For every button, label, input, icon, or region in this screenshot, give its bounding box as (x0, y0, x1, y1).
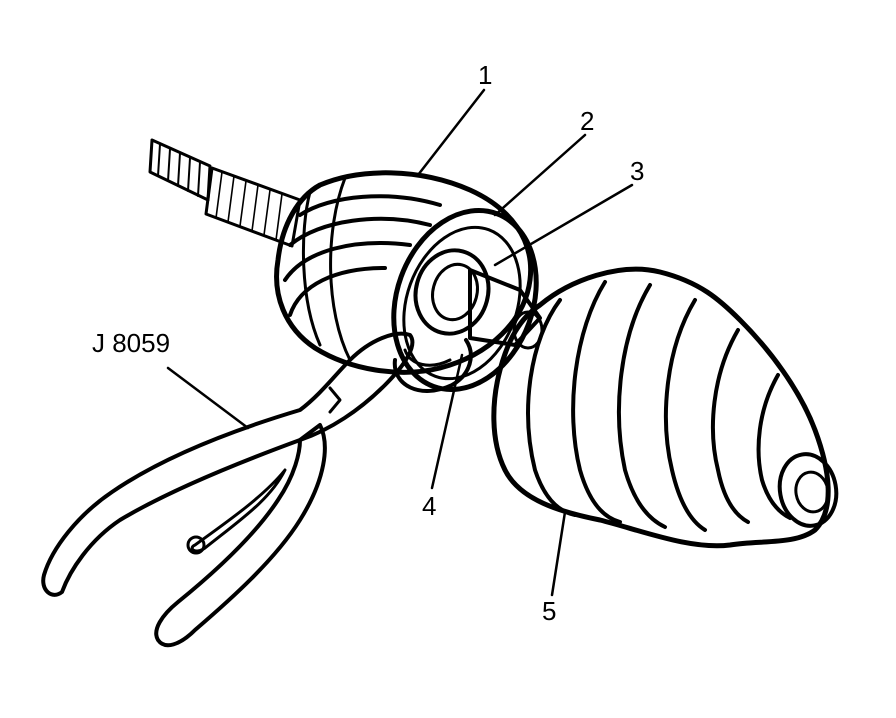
leader-1 (416, 88, 486, 177)
leader-tool (166, 366, 250, 430)
threaded-stub (148, 138, 212, 202)
leader-3 (493, 183, 634, 267)
callout-2: 2 (580, 106, 594, 136)
joint-housing (274, 170, 534, 375)
callout-3: 3 (630, 156, 644, 186)
callout-5: 5 (542, 596, 556, 626)
cv-boot (491, 266, 839, 549)
leader-4 (430, 353, 464, 490)
leader-lines (166, 88, 634, 597)
leader-5 (550, 510, 567, 597)
callout-tool: J 8059 (92, 328, 170, 358)
snap-ring-pliers (41, 331, 415, 648)
snap-ring (392, 338, 473, 393)
callout-4: 4 (422, 491, 436, 521)
leader-2 (493, 133, 587, 217)
callout-1: 1 (478, 60, 492, 90)
splined-shaft (204, 166, 302, 248)
inner-race (413, 248, 491, 336)
